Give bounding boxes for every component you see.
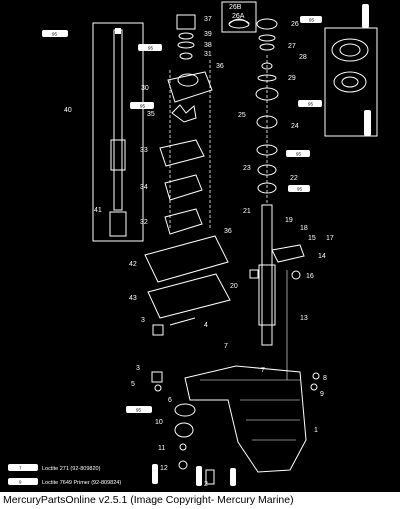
callout-26a: 26A [232, 13, 245, 20]
callout-26: 26 [291, 21, 299, 28]
tube-label: 7 [19, 466, 22, 471]
tube-label: 95 [308, 102, 314, 107]
callout-6: 6 [168, 397, 172, 404]
tube-label: 95 [148, 46, 154, 51]
callout-42: 42 [129, 261, 137, 268]
callout-36: 36 [216, 63, 224, 70]
callout-5: 5 [131, 381, 135, 388]
callout-29: 29 [288, 75, 296, 82]
callout-20: 20 [230, 283, 238, 290]
callout-2: 2 [204, 481, 208, 488]
callout-33: 33 [140, 147, 148, 154]
callout-12: 12 [160, 465, 168, 472]
driveshaft-assembly [255, 18, 288, 380]
callout-22: 22 [290, 175, 298, 182]
legend-loctite-271: Loctite 271 (92-809820) [42, 466, 101, 472]
callout-43: 43 [129, 295, 137, 302]
callout-32: 32 [140, 219, 148, 226]
callout-35: 35 [147, 111, 155, 118]
callout-17: 17 [326, 235, 334, 242]
callout-24: 24 [291, 123, 299, 130]
tube-label: 95 [309, 18, 315, 23]
callout-labels: 26B 26A 37 39 38 31 36 30 35 40 33 34 32… [64, 4, 334, 488]
driveshaft-tool-box [92, 22, 144, 242]
image-caption: MercuryPartsOnline v2.5.1 (Image Copyrig… [0, 492, 400, 509]
callout-23: 23 [243, 165, 251, 172]
callout-9: 9 [320, 391, 324, 398]
callout-18: 18 [300, 225, 308, 232]
callout-16: 16 [306, 273, 314, 280]
callout-14: 14 [318, 253, 326, 260]
tube-label: 9 [19, 480, 22, 485]
callout-21: 21 [243, 208, 251, 215]
shift-linkage [249, 244, 305, 280]
callout-7: 7 [261, 367, 265, 374]
callout-26b: 26B [229, 4, 242, 11]
callout-31: 31 [204, 51, 212, 58]
callout-4: 4 [204, 322, 208, 329]
callout-3: 3 [141, 317, 145, 324]
lower-small-parts [151, 317, 320, 485]
callout-30: 30 [141, 85, 149, 92]
callout-15: 15 [308, 235, 316, 242]
sealant-tubes: 95 95 95 95 95 95 95 95 7 9 [8, 4, 371, 486]
callout-13: 13 [300, 315, 308, 322]
tube-label: 95 [297, 187, 303, 192]
callout-10: 10 [155, 419, 163, 426]
legend-loctite-primer: Loctite 7649 Primer (92-809824) [42, 480, 121, 486]
callout-25: 25 [238, 112, 246, 119]
inset-26-box [221, 1, 257, 33]
callout-40: 40 [64, 107, 72, 114]
tube-label: 95 [140, 104, 146, 109]
tube-label: 95 [296, 152, 302, 157]
callout-36: 36 [224, 228, 232, 235]
callout-41: 41 [94, 207, 102, 214]
callout-37: 37 [204, 16, 212, 23]
water-pump-assembly [144, 14, 231, 319]
callout-39: 39 [204, 31, 212, 38]
bearing-inset [324, 27, 378, 137]
gearcase-housing [184, 365, 307, 473]
callout-1: 1 [314, 427, 318, 434]
callout-38: 38 [204, 42, 212, 49]
exploded-parts-diagram: 95 95 95 95 95 95 95 95 7 9 Loctite 271 … [0, 0, 400, 492]
callout-11: 11 [158, 445, 165, 452]
callout-8: 8 [323, 375, 327, 382]
callout-3: 3 [136, 365, 140, 372]
callout-27: 27 [288, 43, 296, 50]
tube-label: 95 [136, 408, 142, 413]
callout-19: 19 [285, 217, 293, 224]
callout-7: 7 [224, 343, 228, 350]
callout-34: 34 [140, 184, 148, 191]
tube-label: 95 [52, 32, 58, 37]
callout-28: 28 [299, 54, 307, 61]
